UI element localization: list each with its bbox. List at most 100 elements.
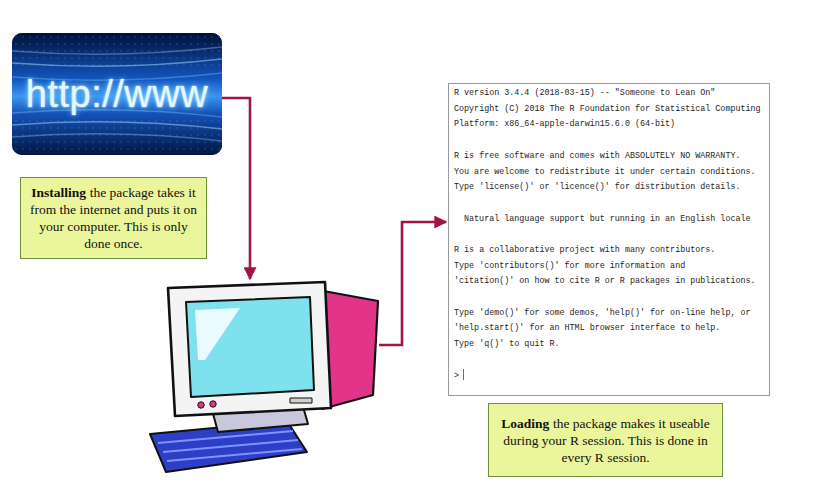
banner-backdrop-part: [197, 141, 199, 143]
banner-backdrop-part: [169, 50, 171, 52]
note-paragraph: Loadingthe package makes it useable duri…: [496, 415, 715, 466]
banner-backdrop-part: [50, 57, 52, 59]
banner-backdrop-part: [141, 64, 143, 66]
banner-backdrop-part: [190, 64, 192, 66]
banner-backdrop-part: [29, 43, 31, 45]
banner-backdrop-part: [85, 127, 87, 129]
console-prompt: >: [454, 371, 459, 381]
banner-backdrop-part: [183, 148, 185, 150]
banner-backdrop-part: [43, 134, 45, 136]
banner-backdrop-part: [176, 120, 178, 122]
banner-backdrop-part: [183, 64, 185, 66]
banner-backdrop-part: [127, 141, 129, 143]
banner-backdrop-part: [169, 36, 171, 38]
banner-backdrop-part: [176, 134, 178, 136]
banner-backdrop-part: [218, 120, 220, 122]
console-output: Natural language support but running in …: [464, 214, 750, 224]
banner-backdrop-part: [50, 50, 52, 52]
banner-backdrop-part: [183, 36, 185, 38]
banner-backdrop-part: [22, 50, 24, 52]
banner-backdrop-part: [78, 57, 80, 59]
banner-backdrop-part: [162, 127, 164, 129]
banner-backdrop-part: [197, 120, 199, 122]
banner-backdrop-part: [85, 64, 87, 66]
banner-backdrop-part: [22, 36, 24, 38]
console-line: R is free software and comes with ABSOLU…: [454, 149, 761, 165]
banner-backdrop-part: [85, 120, 87, 122]
note-paragraph: Installingthe package takes it from the …: [28, 184, 199, 252]
console-output: Platform: x86_64-apple-darwin15.6.0 (64-…: [454, 119, 675, 129]
banner-backdrop-part: [36, 64, 38, 66]
banner-backdrop-part: [120, 43, 122, 45]
banner-backdrop-part: [99, 134, 101, 136]
banner-backdrop-part: [92, 36, 94, 38]
banner-backdrop-part: [218, 148, 220, 150]
banner-backdrop-part: [92, 120, 94, 122]
banner-backdrop-part: [141, 134, 143, 136]
console-line: Platform: x86_64-apple-darwin15.6.0 (64-…: [454, 117, 761, 133]
banner-backdrop-part: [120, 57, 122, 59]
banner-backdrop-part: [169, 64, 171, 66]
banner-backdrop-part: [106, 57, 108, 59]
banner-backdrop-part: [92, 148, 94, 150]
console-line: R is a collaborative project with many c…: [454, 243, 761, 259]
banner-backdrop-part: [120, 134, 122, 136]
banner-backdrop-part: [176, 148, 178, 150]
banner-backdrop-part: [218, 50, 220, 52]
banner-backdrop-part: [169, 43, 171, 45]
banner-backdrop-part: [204, 120, 206, 122]
banner-backdrop-part: [43, 141, 45, 143]
banner-backdrop-part: [22, 57, 24, 59]
banner-backdrop-part: [15, 148, 17, 150]
banner-backdrop-part: [29, 127, 31, 129]
banner-backdrop-part: [36, 36, 38, 38]
banner-backdrop-part: [29, 64, 31, 66]
banner-backdrop-part: [155, 141, 157, 143]
banner-backdrop-part: [92, 50, 94, 52]
banner-backdrop-part: [155, 120, 157, 122]
banner-backdrop-part: [141, 120, 143, 122]
banner-backdrop-part: [57, 50, 59, 52]
banner-backdrop-part: [204, 134, 206, 136]
banner-backdrop-part: [85, 43, 87, 45]
banner-backdrop-part: [29, 120, 31, 122]
banner-backdrop-part: [169, 134, 171, 136]
banner-backdrop-part: [176, 43, 178, 45]
banner-backdrop-part: [183, 120, 185, 122]
banner-backdrop-part: [12, 59, 222, 66]
banner-backdrop-part: [106, 120, 108, 122]
banner-backdrop-part: [36, 50, 38, 52]
banner-backdrop-part: [176, 64, 178, 66]
banner-backdrop-part: [78, 120, 80, 122]
banner-backdrop-part: [99, 64, 101, 66]
banner-backdrop-part: [113, 43, 115, 45]
banner-backdrop-part: [85, 36, 87, 38]
banner-backdrop-part: [29, 148, 31, 150]
console-output: Type 'contributors()' for more informati…: [454, 261, 685, 271]
banner-backdrop-part: [127, 36, 129, 38]
banner-backdrop-part: [64, 148, 66, 150]
banner-backdrop-part: [71, 134, 73, 136]
console-output: 'help.start()' for an HTML browser inter…: [454, 323, 720, 333]
banner-backdrop-part: [141, 148, 143, 150]
banner-backdrop-part: [92, 43, 94, 45]
banner-backdrop-part: [204, 148, 206, 150]
banner-backdrop-part: [43, 50, 45, 52]
banner-backdrop-part: [22, 127, 24, 129]
banner-backdrop-part: [197, 57, 199, 59]
banner-backdrop-part: [99, 50, 101, 52]
banner-backdrop-part: [211, 120, 213, 122]
banner-backdrop-part: [57, 127, 59, 129]
banner-backdrop-part: [141, 141, 143, 143]
banner-backdrop-part: [176, 127, 178, 129]
banner-backdrop-part: [197, 64, 199, 66]
banner-backdrop-part: [218, 127, 220, 129]
banner-backdrop-part: [134, 141, 136, 143]
banner-backdrop-part: [71, 120, 73, 122]
note-keyword: Installing: [31, 185, 86, 200]
flow-arrow-part: [379, 222, 446, 345]
text-cursor: [463, 369, 464, 380]
banner-backdrop-part: [134, 134, 136, 136]
banner-backdrop-part: [99, 57, 101, 59]
banner-backdrop-part: [22, 134, 24, 136]
